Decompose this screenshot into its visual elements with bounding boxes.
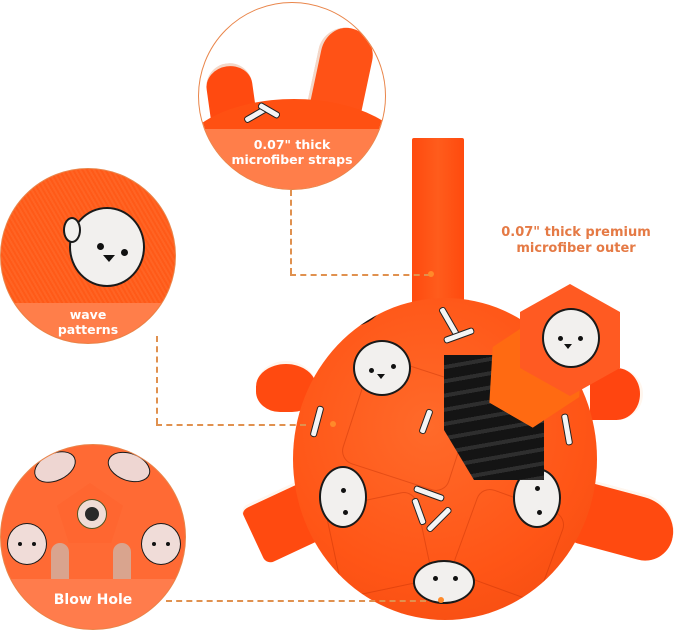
blowhole-leader-dot: [438, 597, 444, 603]
callout-blowhole-circle: Blow Hole: [0, 444, 186, 630]
straps-leader-vertical: [290, 190, 292, 274]
dog-face-icon: [69, 207, 145, 287]
callout-outer-line1: 0.07" thick premium: [501, 225, 651, 240]
callout-straps-line1: 0.07" thick: [253, 137, 331, 152]
callout-outer-label: 0.07" thick premium microfiber outer: [486, 225, 666, 258]
dog-face-icon: [329, 298, 391, 335]
bone-icon: [442, 326, 476, 345]
dog-face-icon: [353, 340, 411, 396]
wave-leader-horizontal: [156, 424, 306, 426]
callout-straps-circle: 0.07" thick microfiber straps: [198, 2, 386, 190]
bone-icon: [425, 505, 453, 534]
dog-face-icon: [319, 466, 367, 528]
straps-leader-dot: [428, 271, 434, 277]
dog-face-icon: [7, 523, 47, 565]
callout-outer-line2: microfiber outer: [516, 241, 636, 257]
callout-blowhole-band: Blow Hole: [1, 579, 185, 629]
callout-wave-circle: wave patterns: [0, 168, 176, 344]
dog-ear: [63, 217, 81, 243]
straps-leader-horizontal: [290, 274, 430, 276]
wave-leader-vertical: [156, 336, 158, 424]
bone-icon: [309, 405, 325, 438]
bone-icon: [560, 413, 574, 446]
dog-face-icon: [542, 308, 600, 368]
dog-face-icon: [413, 560, 475, 604]
callout-wave-line2: patterns: [57, 322, 119, 337]
finger-left: [51, 543, 69, 583]
finger-right: [113, 543, 131, 583]
blowhole-leader-horizontal: [166, 600, 426, 602]
callout-straps-line2: microfiber straps: [231, 152, 353, 167]
top-strap: [412, 138, 464, 308]
hex-panel-front: [520, 284, 620, 396]
wave-leader-dot: [330, 421, 336, 427]
valve-icon: [77, 499, 107, 529]
callout-wave-band: wave patterns: [1, 303, 175, 343]
callout-straps-band: 0.07" thick microfiber straps: [199, 129, 385, 189]
dog-face-icon: [141, 523, 181, 565]
callout-wave-line1: wave: [69, 307, 107, 322]
callout-blowhole-label: Blow Hole: [53, 592, 133, 608]
